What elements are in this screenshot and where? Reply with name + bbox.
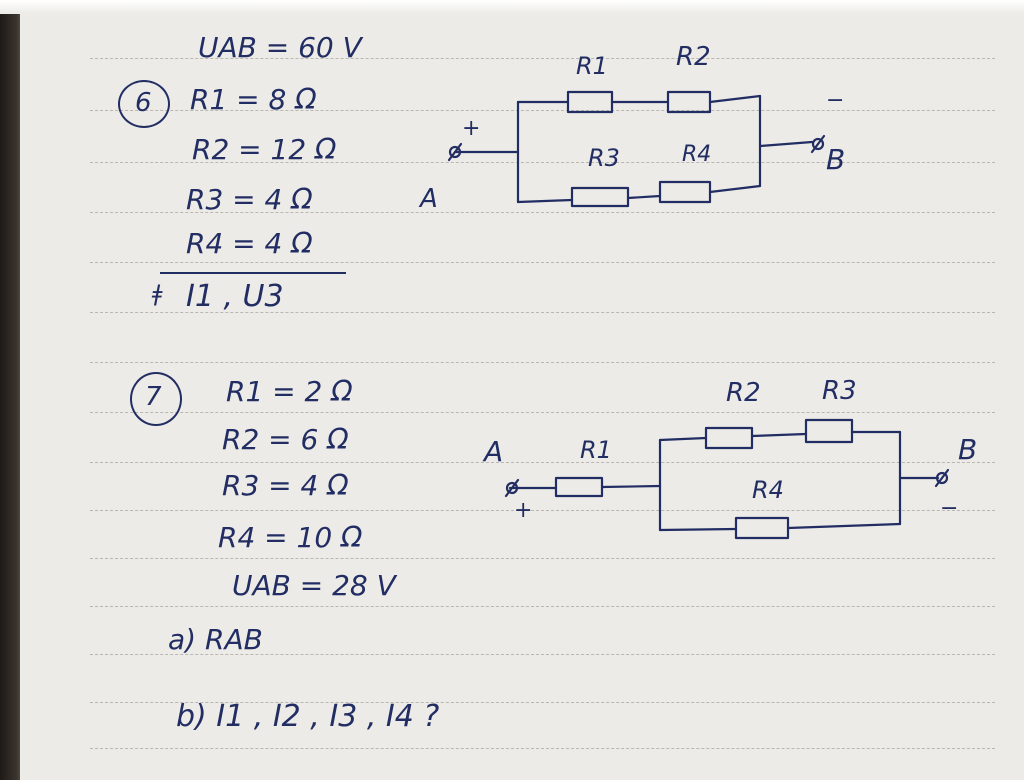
wire [750, 432, 808, 438]
p7-node-b: B [958, 433, 978, 466]
p7-label-r4: R4 [752, 476, 784, 504]
resistor-r4 [658, 180, 712, 204]
problem7-question-a: a) RAB [168, 623, 263, 656]
notebook-page [20, 0, 1024, 780]
problem7-circuit-diagram [504, 418, 950, 540]
ruled-line [90, 558, 995, 559]
p6-plus: + [462, 116, 481, 141]
ruled-line [90, 110, 995, 111]
problem6-r3: R3 = 4 Ω [186, 183, 313, 216]
wire [658, 527, 738, 532]
terminal-slash [810, 134, 826, 154]
ruled-line [90, 606, 995, 607]
p7-label-r2: R2 [726, 378, 761, 408]
p7-plus: + [514, 498, 533, 523]
ruled-line [90, 462, 995, 463]
wire [626, 194, 662, 200]
resistor-r1 [566, 90, 614, 114]
problem7-r2: R2 = 6 Ω [222, 423, 349, 456]
ruled-line [90, 312, 995, 313]
problem6-r4: R4 = 4 Ω [186, 227, 313, 260]
ruled-line [90, 362, 995, 363]
p6-node-a: A [420, 184, 438, 214]
p7-minus: − [940, 496, 959, 521]
resistor-r3 [570, 186, 630, 208]
terminal-b [811, 137, 825, 151]
ruled-line [90, 412, 995, 413]
wire [786, 522, 902, 530]
terminal-a [505, 481, 519, 495]
p6-label-r3: R3 [588, 144, 620, 172]
problem7-r1: R1 = 2 Ω [226, 375, 353, 408]
resistor-r4 [734, 516, 790, 540]
resistor-r2 [666, 90, 712, 114]
problem6-r2: R2 = 12 Ω [192, 133, 337, 166]
ruled-line [90, 654, 995, 655]
ruled-line [90, 702, 995, 703]
p6-node-b: B [826, 143, 846, 176]
problem6-find: I1 , U3 [186, 279, 284, 314]
problem6-uab: UAB = 60 V [198, 31, 362, 64]
wire [516, 198, 574, 204]
problem7-r4: R4 = 10 Ω [218, 521, 363, 554]
ruled-line [90, 162, 995, 163]
terminal-b [935, 471, 949, 485]
p7-label-r1: R1 [580, 436, 612, 464]
problem7-question-b: b) I1 , I2 , I3 , I4 ? [176, 699, 440, 734]
p7-label-r3: R3 [822, 376, 857, 406]
wire [708, 184, 762, 194]
problem7-number: 7 [145, 382, 162, 412]
problem6-circuit-diagram [447, 90, 826, 208]
wire [758, 140, 814, 148]
scribble-mark: ǂ [152, 282, 163, 307]
terminal-a [448, 145, 462, 159]
problem6-number: 6 [135, 88, 152, 118]
resistor-r1 [554, 476, 604, 498]
p7-node-a: A [484, 435, 504, 468]
ruled-line [90, 262, 995, 263]
ruled-line [90, 510, 995, 511]
terminal-slash [447, 142, 463, 162]
problem6-r1: R1 = 8 Ω [190, 83, 317, 116]
wire [708, 94, 762, 104]
terminal-slash [504, 478, 520, 498]
given-separator [160, 272, 346, 274]
p6-label-r1: R1 [576, 52, 608, 80]
problem6-number-circle [118, 80, 170, 128]
problem7-uab: UAB = 28 V [232, 569, 396, 602]
ruled-line [90, 212, 995, 213]
resistor-r3 [804, 418, 854, 444]
p6-minus: − [826, 88, 845, 113]
wire [600, 484, 662, 489]
wire [658, 436, 708, 442]
terminal-slash [934, 468, 950, 488]
resistor-r2 [704, 426, 754, 450]
problem7-number-circle [130, 372, 182, 426]
p6-label-r2: R2 [676, 42, 711, 72]
page-top-edge [0, 0, 1024, 14]
ruled-line [90, 748, 995, 749]
ruled-line [90, 58, 995, 59]
problem7-r3: R3 = 4 Ω [222, 469, 349, 502]
p6-label-r4: R4 [682, 142, 712, 167]
